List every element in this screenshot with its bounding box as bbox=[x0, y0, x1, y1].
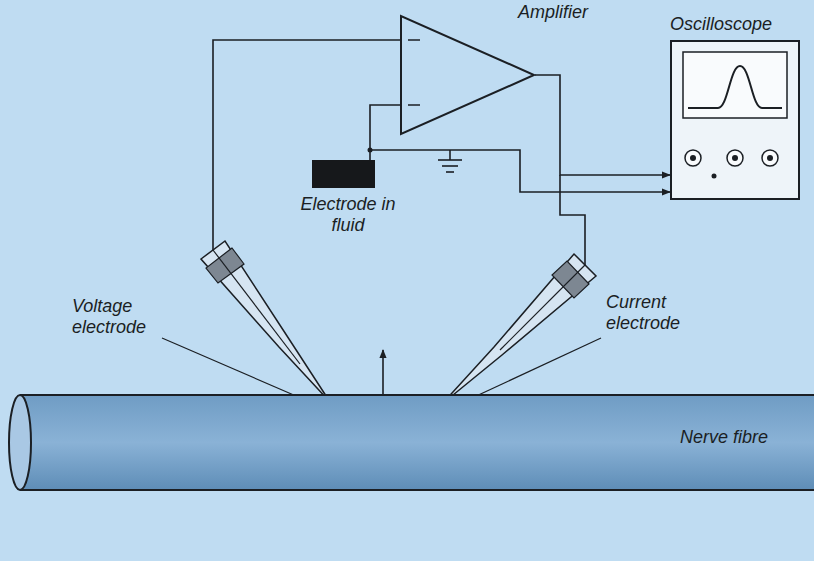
pulse-trace bbox=[688, 66, 782, 108]
leader-line bbox=[162, 338, 296, 396]
indicator-dot bbox=[712, 174, 717, 179]
knob bbox=[727, 150, 743, 166]
ground-symbol bbox=[442, 165, 458, 167]
ground-wire bbox=[370, 150, 670, 192]
electrode-plate bbox=[312, 160, 375, 188]
knob-center bbox=[767, 155, 773, 161]
part-label: Voltage electrode bbox=[72, 296, 182, 338]
knob bbox=[685, 150, 701, 166]
amplifier-triangle bbox=[401, 16, 534, 134]
oscilloscope-body bbox=[670, 40, 800, 200]
current-wire bbox=[560, 175, 585, 265]
input-mark bbox=[408, 39, 420, 41]
fibre-end bbox=[9, 395, 31, 490]
ground-symbol bbox=[438, 159, 462, 161]
node-label: Electrode in fluid bbox=[300, 194, 396, 236]
electrode-wire bbox=[213, 250, 300, 364]
fibre-edge bbox=[20, 394, 814, 396]
leader-line bbox=[472, 338, 601, 398]
signal-wire bbox=[370, 105, 400, 160]
glass-pipette bbox=[442, 254, 596, 404]
fibre-edge bbox=[20, 489, 814, 491]
fibre-body bbox=[20, 395, 814, 490]
glass-pipette bbox=[201, 241, 330, 402]
signal-wire bbox=[535, 75, 670, 175]
knob-center bbox=[732, 155, 738, 161]
electrode-wire bbox=[500, 265, 585, 350]
ground-symbol bbox=[449, 150, 451, 160]
ground-symbol bbox=[446, 171, 454, 173]
oscilloscope-screen bbox=[683, 52, 787, 118]
node-label: Amplifier bbox=[518, 2, 618, 23]
node-label: Oscilloscope bbox=[670, 14, 810, 35]
oscilloscope-box: Oscilloscope bbox=[670, 40, 800, 200]
fluid-electrode: Electrode in fluid bbox=[296, 160, 400, 238]
part-label: Current electrode bbox=[606, 292, 716, 334]
knob-center bbox=[690, 155, 696, 161]
current-arrow bbox=[382, 350, 384, 395]
amplifier-triangle: Amplifier bbox=[400, 15, 535, 135]
knob bbox=[762, 150, 778, 166]
node-label: Nerve fibre bbox=[680, 427, 800, 448]
input-mark bbox=[408, 104, 420, 106]
nerve-fibre: Nerve fibre bbox=[8, 395, 814, 490]
voltage-wire bbox=[213, 40, 400, 250]
amplifier-outline bbox=[400, 15, 535, 135]
